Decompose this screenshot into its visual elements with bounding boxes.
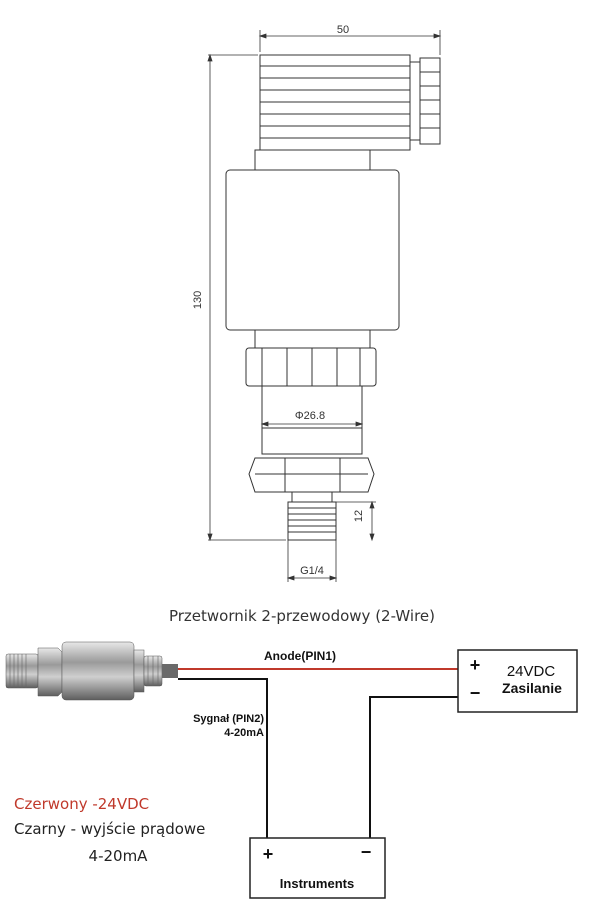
power-plus: + <box>470 655 481 675</box>
legend-black-2: 4-20mA <box>89 847 149 865</box>
connector-head <box>254 54 441 171</box>
power-supply-box: + − 24VDC Zasilanie <box>457 649 578 713</box>
dimension-height-label: 130 <box>192 291 204 309</box>
power-voltage: 24VDC <box>507 663 556 680</box>
signal-label-2: 4-20mA <box>224 727 264 739</box>
dimension-thread-label: G1/4 <box>300 565 324 577</box>
hex-nut <box>248 457 375 493</box>
dimension-diameter <box>260 421 364 427</box>
wires <box>178 668 458 838</box>
sensor-photo <box>5 641 178 701</box>
sensor-body <box>225 169 400 331</box>
power-label: Zasilanie <box>502 680 562 696</box>
dimension-thread-length-label: 12 <box>353 510 365 522</box>
black-wire-signal <box>178 678 268 838</box>
instruments-box: + − Instruments <box>249 837 386 899</box>
wiring-title: Przetwornik 2-przewodowy (2-Wire) <box>169 607 435 625</box>
instr-plus: + <box>263 844 274 864</box>
dimension-thread <box>286 540 338 582</box>
dimension-diameter-label: Φ26.8 <box>295 410 325 422</box>
dimension-thread-length <box>336 500 376 542</box>
signal-label-1: Sygnał (PIN2) <box>193 713 264 725</box>
legend-red: Czerwony -24VDC <box>14 795 149 813</box>
anode-label: Anode(PIN1) <box>264 649 336 663</box>
dimension-width <box>258 30 442 55</box>
knurled-ring <box>245 347 377 387</box>
instr-minus: − <box>361 842 372 862</box>
thread <box>287 491 337 541</box>
instr-label: Instruments <box>280 876 354 891</box>
legend-black-1: Czarny - wyjście prądowe <box>14 820 205 838</box>
dimension-height <box>207 53 286 542</box>
dimension-width-label: 50 <box>337 24 349 36</box>
technical-drawing <box>207 30 442 582</box>
power-minus: − <box>470 683 481 703</box>
black-wire-return <box>369 696 458 838</box>
